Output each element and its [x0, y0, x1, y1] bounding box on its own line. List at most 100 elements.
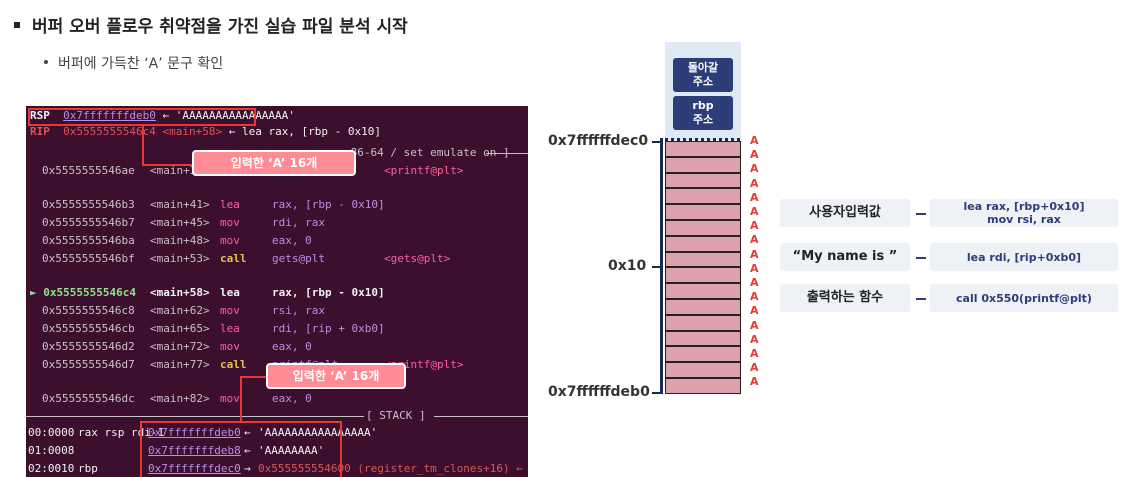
rip-reg: RIP: [30, 125, 50, 138]
code-line: ► 0x5555555546c4 <main+58> lea rax, [rbp - …: [30, 286, 385, 300]
code-args: eax, 0: [272, 234, 312, 247]
buffer-cell: [665, 346, 741, 363]
stack-value: 'AAAAAAAA': [258, 444, 325, 457]
callout-bottom: 입력한 ‘A’ 16개: [266, 363, 406, 389]
buffer-cell: [665, 314, 741, 331]
rip-addr: 0x5555555546c4: [63, 125, 156, 138]
code-sym: <main+58>: [150, 286, 210, 299]
section-title-text: 버퍼 오버 플로우 취약점을 가진 실습 파일 분석 시작: [32, 17, 408, 37]
stack-highlight: [140, 421, 342, 477]
buffer-letter-a: A: [750, 134, 759, 147]
code-sym: <main+48>: [150, 234, 210, 247]
square-bullet-icon: [14, 22, 20, 28]
rip-instr: lea rax, [rbp - 0x10]: [241, 125, 382, 138]
rip-line: RIP 0x5555555546c4 <main+58> ← lea rax, …: [30, 125, 381, 139]
stack-rule-right: [434, 416, 528, 417]
dot-bullet-icon: [44, 60, 48, 64]
stack-arrow: ←: [244, 426, 251, 439]
bullet-text: 버퍼에 가득찬 ‘A’ 문구 확인: [58, 56, 224, 72]
rsp-line: RSP 0x7fffffffdeb0 ← 'AAAAAAAAAAAAAAAA': [30, 109, 295, 123]
row-connector: [916, 213, 926, 215]
buffer-cell: [665, 156, 741, 173]
code-args: rdi, rax: [272, 216, 325, 229]
rip-arrow: ←: [228, 125, 236, 138]
buffer-letter-a: A: [750, 176, 759, 190]
stack-value: 'AAAAAAAAAAAAAAAA': [258, 426, 378, 439]
code-op: lea: [220, 322, 240, 335]
callout-top: 입력한 ‘A’ 16개: [192, 150, 356, 176]
code-args: eax, 0: [272, 340, 312, 353]
buffer-letter-a: A: [750, 361, 759, 375]
code-args: rsi, rax: [272, 304, 325, 317]
callout-top-connector-h: [142, 164, 194, 166]
callout-bottom-connector-v: [240, 376, 242, 422]
code-op: lea: [220, 198, 240, 211]
code-line: 0x5555555546b7 <main+45> mov rdi, rax: [42, 216, 384, 230]
address-top-tick: [652, 141, 660, 143]
buffer-letter-a: A: [750, 205, 759, 218]
buffer-cell: [665, 299, 741, 315]
code-addr: 0x5555555546d2: [42, 340, 135, 353]
code-addr: 0x5555555546d7: [42, 358, 135, 371]
stack-header: [ STACK ]: [366, 409, 426, 422]
callout-top-connector-v: [142, 126, 144, 166]
disasm-header-rule: [486, 153, 528, 154]
buffer-letter-a: A: [750, 347, 759, 360]
rsp-reg: RSP: [30, 109, 50, 122]
bullet-item: 버퍼에 가득찬 ‘A’ 문구 확인: [44, 53, 223, 73]
code-sym: <main+45>: [150, 216, 210, 229]
buffer-letter-a: A: [750, 190, 759, 204]
callout-bottom-connector-h: [240, 376, 268, 378]
offset-label: 0x10: [608, 258, 647, 274]
code-op: mov: [220, 304, 240, 317]
code-op: mov: [220, 216, 240, 229]
code-op: call: [220, 252, 247, 265]
row-label: 출력하는 함수: [780, 284, 910, 312]
code-addr: 0x5555555546dc: [42, 392, 135, 405]
code-args: rdi, [rip + 0xb0]: [272, 322, 385, 335]
buffer-letter-a: A: [750, 276, 759, 289]
buffer-letter-a: A: [750, 290, 759, 304]
stack-addr: 0x7fffffffdec0: [148, 462, 241, 475]
code-addr: 0x5555555546b7: [42, 216, 135, 229]
buffer-cell: [665, 172, 741, 189]
row-label: “My name is ”: [780, 243, 910, 271]
code-line: 0x5555555546d2 <main+72> mov eax, 0: [42, 340, 384, 354]
buffer-letter-a: A: [750, 247, 759, 261]
code-args: rax, [rbp - 0x10]: [272, 286, 385, 299]
code-addr: 0x5555555546ba: [42, 234, 135, 247]
rsp-arrow: ←: [162, 109, 170, 122]
rbp-address-label: rbp 주소: [692, 99, 714, 126]
code-addr: 0x5555555546c8: [42, 304, 135, 317]
buffer-cell: [665, 141, 741, 157]
stack-regs: rax rsp rdi-1: [78, 426, 165, 439]
row-code: lea rdi, [rip+0xb0]: [930, 243, 1118, 271]
code-sym: <main+53>: [150, 252, 210, 265]
code-sym: <main+65>: [150, 322, 210, 335]
stack-offset: 01:0008: [28, 444, 75, 457]
code-addr: 0x5555555546bf: [42, 252, 135, 265]
rip-sym: <main+58>: [162, 125, 223, 138]
code-addr: ► 0x5555555546c4: [30, 286, 136, 299]
address-bottom-tick: [652, 392, 660, 394]
buffer-letter-a: A: [750, 219, 759, 233]
code-op: mov: [220, 392, 240, 405]
code-op: mov: [220, 340, 240, 353]
buffer-cell: [665, 330, 741, 347]
address-top: 0x7ffffffdec0: [548, 133, 649, 149]
code-op: lea: [220, 286, 240, 299]
code-sym: <main+82>: [150, 392, 210, 405]
buffer-cell: [665, 235, 741, 252]
stack-arrow: ←: [244, 444, 251, 457]
row-code: call 0x550(printf@plt): [930, 284, 1118, 312]
code-args: rax, [rbp - 0x10]: [272, 198, 385, 211]
return-address-box: 돌아갈 주소: [673, 58, 733, 92]
buffer-letter-a: A: [750, 318, 759, 332]
code-sym: <main+72>: [150, 340, 210, 353]
